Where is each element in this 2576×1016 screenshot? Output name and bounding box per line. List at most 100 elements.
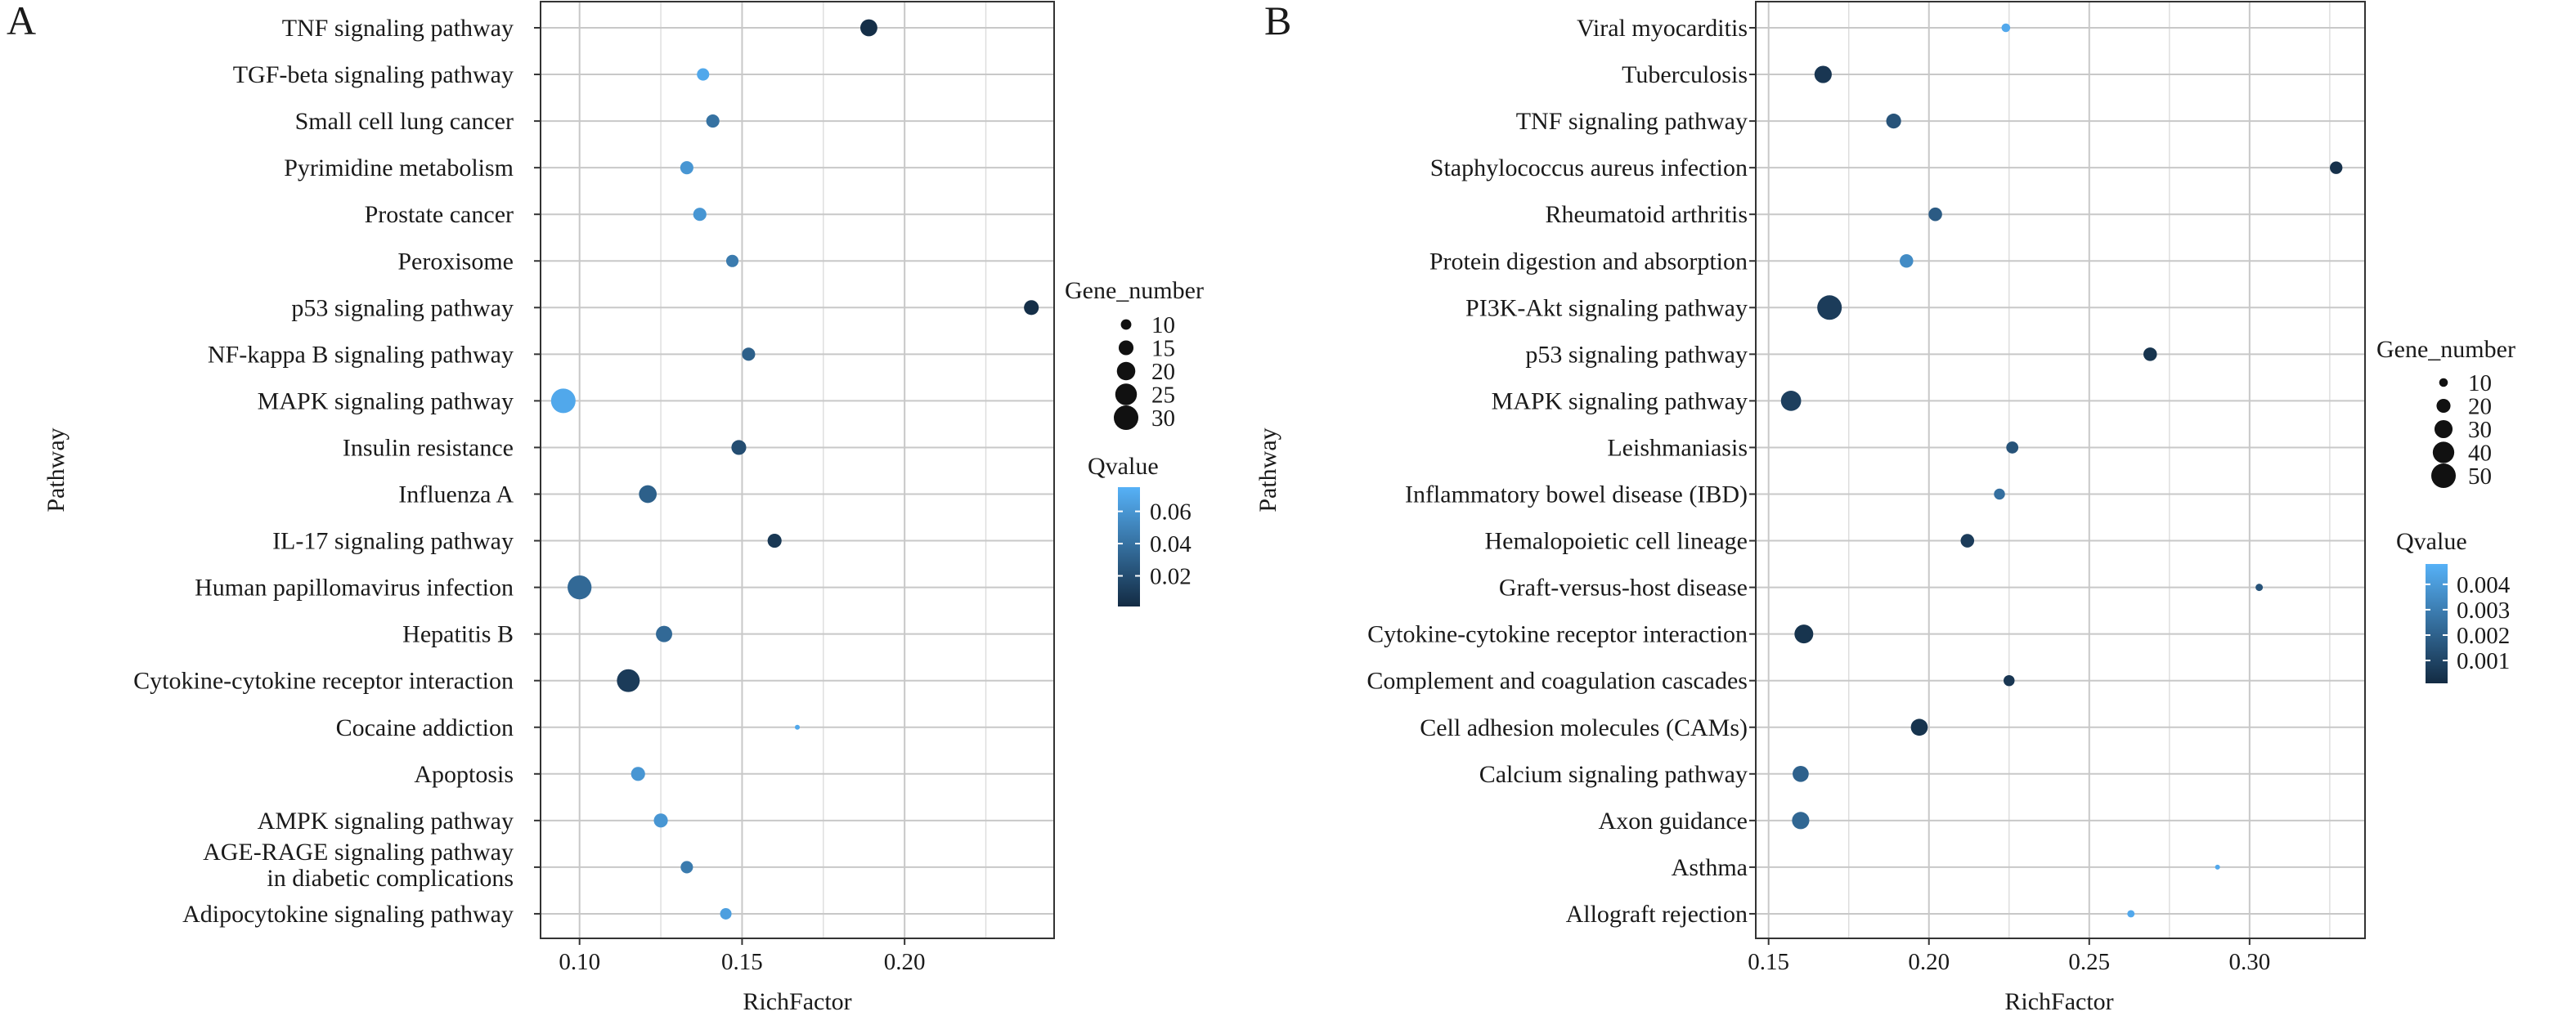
data-point: [2143, 347, 2157, 361]
y-tick-label: Influenza A: [398, 481, 514, 508]
y-tick-label: Viral myocarditis: [1577, 15, 1748, 42]
y-tick-label: Protein digestion and absorption: [1429, 248, 1748, 275]
y-tick-label: Apoptosis: [414, 761, 514, 788]
y-tick-label: Cell adhesion molecules (CAMs): [1420, 714, 1748, 741]
data-point: [720, 907, 732, 920]
size-legend-label: 40: [2468, 441, 2492, 467]
color-legend-label: 0.002: [2457, 623, 2510, 649]
y-tick-label: Hepatitis B: [402, 621, 514, 648]
data-point: [795, 724, 800, 730]
data-point: [568, 575, 592, 600]
y-tick-label: Rheumatoid arthritis: [1546, 201, 1748, 228]
plot-border: [540, 1, 1055, 939]
data-point: [653, 813, 668, 828]
y-tick-label: Axon guidance: [1599, 808, 1748, 835]
data-point: [767, 533, 782, 548]
data-point: [1910, 718, 1928, 736]
data-point: [1928, 207, 1942, 222]
y-tick-label: NF-kappa B signaling pathway: [208, 341, 514, 368]
data-point: [631, 767, 645, 781]
data-point: [1792, 812, 1810, 830]
x-axis-title: RichFactor: [743, 988, 851, 1015]
data-point: [680, 161, 693, 175]
y-tick-label: p53 signaling pathway: [1525, 341, 1748, 368]
size-legend-dot: [2436, 398, 2451, 414]
data-point: [2006, 441, 2019, 454]
size-legend-dot: [1120, 319, 1132, 330]
color-bar: [2426, 564, 2448, 683]
x-tick-label: 0.20: [884, 949, 926, 975]
size-legend-dot: [1118, 340, 1134, 356]
size-legend-label: 25: [1151, 383, 1175, 409]
color-legend-label: 0.06: [1150, 499, 1192, 526]
y-tick-label: Leishmaniasis: [1607, 434, 1748, 461]
y-tick-label: Staphylococcus aureus infection: [1430, 154, 1748, 181]
size-legend-label: 30: [2468, 417, 2492, 443]
size-legend-dot: [2432, 441, 2455, 463]
color-legend-label: 0.04: [1150, 531, 1192, 557]
data-point: [742, 347, 756, 361]
color-legend-ticks: 0.06 0.04 0.02: [1118, 499, 1192, 590]
x-axis-title: RichFactor: [2004, 988, 2113, 1015]
panel-label: A: [7, 0, 36, 43]
y-tick-label: Graft-versus-host disease: [1499, 575, 1748, 602]
size-legend-title: Gene_number: [2376, 336, 2515, 363]
y-tick-label: p53 signaling pathway: [291, 294, 514, 321]
y-tick-label: MAPK signaling pathway: [1492, 387, 1748, 414]
size-legend-dot: [2439, 378, 2448, 387]
x-tick-label: 0.30: [2228, 949, 2270, 975]
data-point: [639, 485, 657, 504]
data-points: [550, 19, 1039, 920]
data-point: [2330, 161, 2343, 174]
y-tick-label: MAPK signaling pathway: [258, 387, 514, 414]
x-tick-label: 0.10: [559, 949, 600, 975]
size-legend-dot: [2434, 419, 2453, 439]
color-legend-label: 0.001: [2457, 648, 2510, 674]
data-point: [697, 68, 710, 81]
data-point: [1817, 295, 1842, 320]
data-point: [2255, 584, 2264, 592]
y-tick-label: TGF-beta signaling pathway: [233, 61, 514, 88]
data-point: [1794, 624, 1814, 644]
y-tick-label: TNF signaling pathway: [1516, 108, 1748, 135]
color-legend: Qvalue 0.060.040.02: [1088, 453, 1192, 606]
size-legend-dot: [1114, 405, 1138, 430]
data-points: [1780, 23, 2343, 918]
y-tick-label: Pyrimidine metabolism: [284, 154, 514, 181]
y-tick-label: Cytokine-cytokine receptor interaction: [133, 668, 514, 695]
data-point: [860, 19, 877, 37]
data-point: [617, 669, 640, 692]
color-legend-label: 0.004: [2457, 572, 2511, 598]
y-axis-title: Pathway: [1254, 427, 1281, 512]
color-bar: [1118, 487, 1140, 606]
plot-border: [1755, 1, 2366, 939]
data-point: [550, 388, 576, 414]
data-point: [1886, 114, 1901, 129]
y-tick-label: Peroxisome: [397, 248, 514, 275]
size-legend-dot: [2431, 463, 2456, 488]
data-point: [1994, 488, 2005, 500]
y-tick-label: Prostate cancer: [365, 201, 514, 228]
y-tick-label: Hemalopoietic cell lineage: [1484, 528, 1748, 555]
size-legend-label: 15: [1151, 336, 1175, 362]
data-point: [731, 440, 747, 455]
data-point: [1780, 391, 1802, 411]
size-legend-label: 10: [2468, 370, 2492, 396]
color-legend-label: 0.02: [1150, 564, 1192, 590]
y-axis-title: Pathway: [43, 427, 70, 512]
data-point: [656, 625, 673, 642]
y-tick-label: AMPK signaling pathway: [258, 808, 514, 835]
y-tick-label: Cocaine addiction: [336, 714, 514, 741]
x-tick-label: 0.15: [721, 949, 763, 975]
y-tick-label: IL-17 signaling pathway: [272, 528, 514, 555]
y-tick-label: Tuberculosis: [1622, 61, 1748, 88]
